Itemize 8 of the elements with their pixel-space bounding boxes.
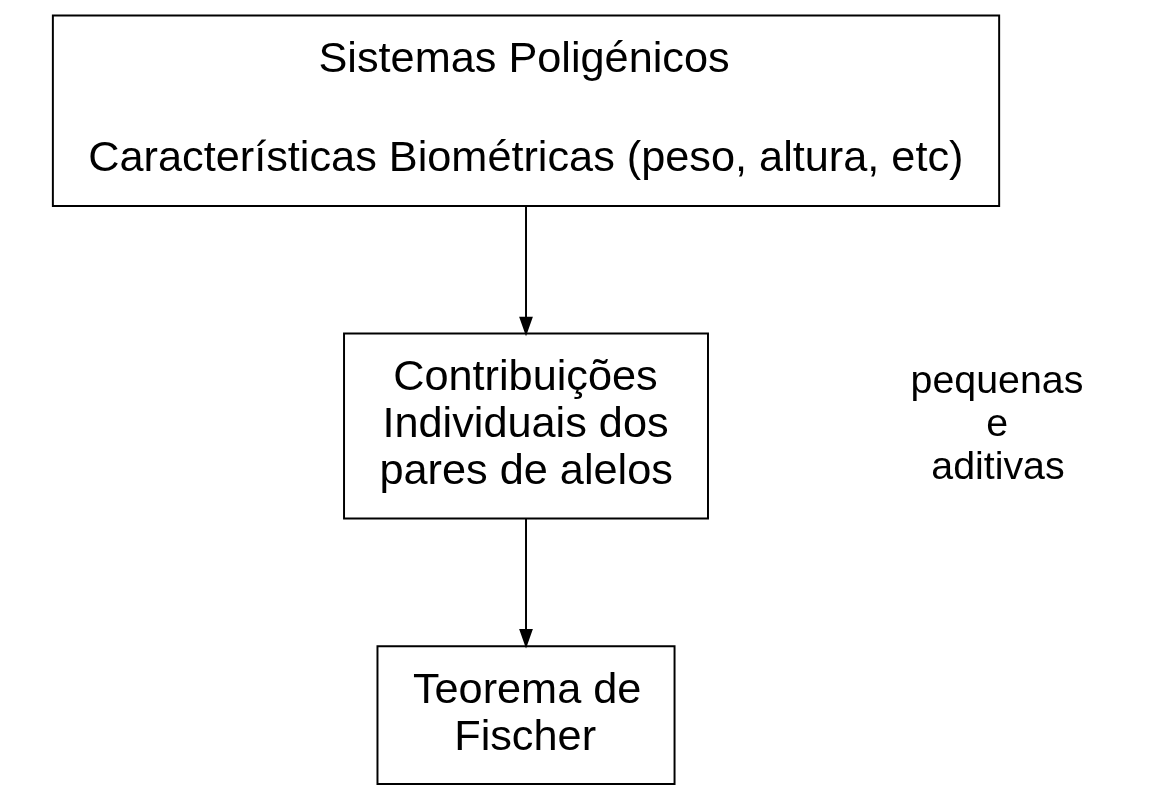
arrow xyxy=(519,205,533,337)
node-box: Teorema de Fischer xyxy=(376,645,676,785)
node-box: Sistemas Poligénicos Características Biométricas (peso, altura, etc) xyxy=(51,14,1001,207)
node-label: aditivas xyxy=(931,443,1065,488)
node-box: Contribuições Individuais dos pares de alelos xyxy=(343,332,709,520)
node-label: e xyxy=(986,399,1009,444)
arrow xyxy=(519,518,533,649)
node-label: pequenas xyxy=(910,356,1084,401)
